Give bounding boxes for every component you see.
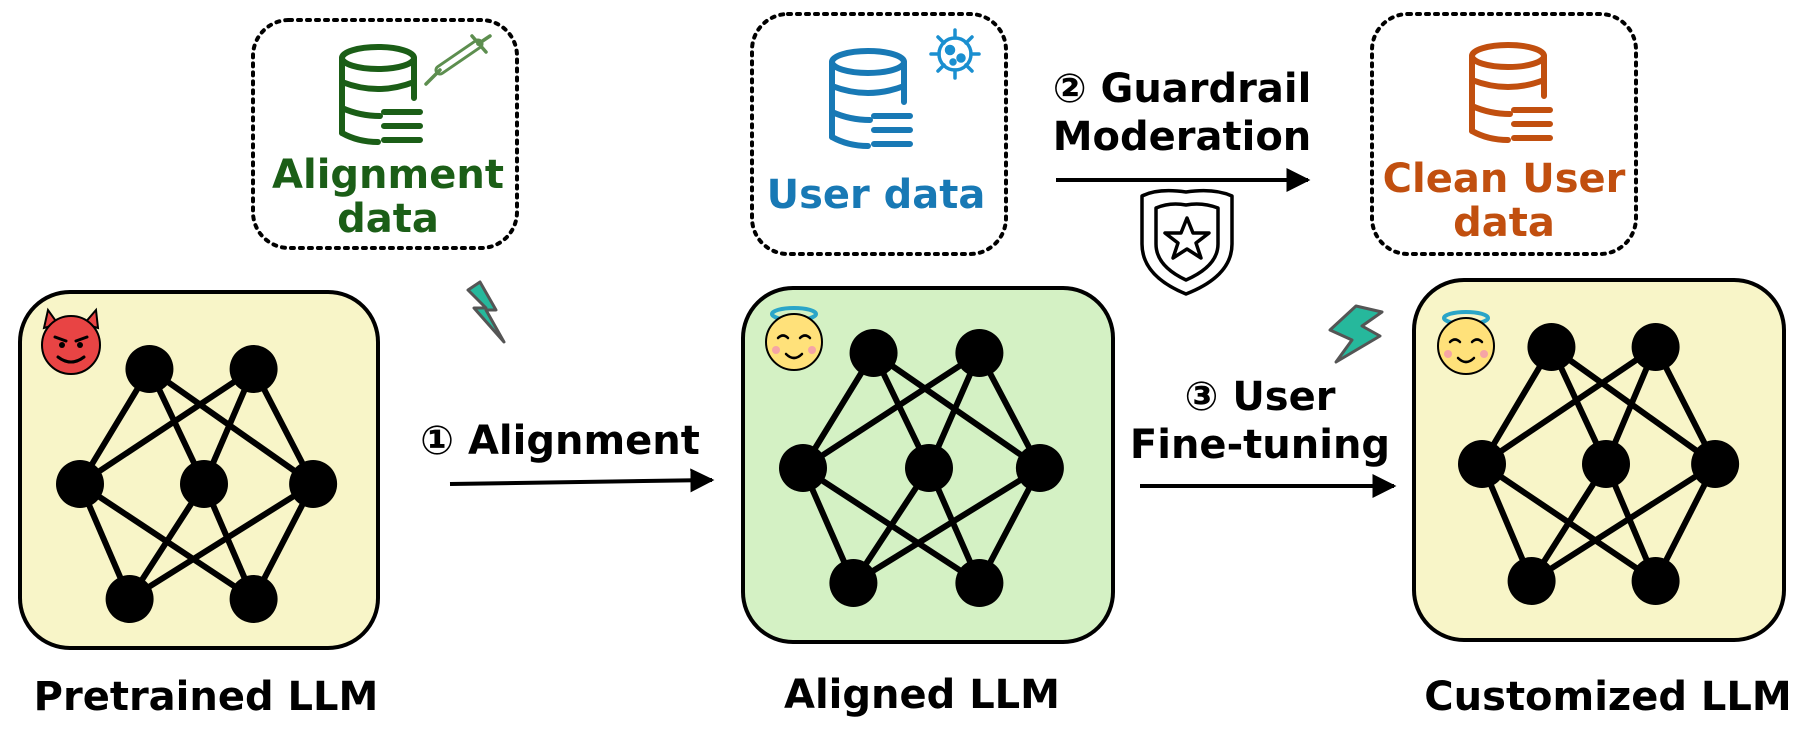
network-node (125, 345, 174, 393)
network-edge (78, 366, 256, 487)
alignment-step-label: ① Alignment (420, 418, 700, 464)
network-node (1631, 323, 1680, 371)
alignment-data-line1: Alignment (272, 152, 504, 198)
devil-face-icon (41, 307, 101, 375)
network-node (779, 444, 827, 492)
network-node (229, 345, 278, 393)
network-node (905, 444, 953, 492)
network-edge (1480, 344, 1658, 467)
user-data-label: User data (767, 172, 986, 218)
lightning-icon (466, 280, 506, 344)
aligned-llm-label: Aligned LLM (784, 672, 1060, 718)
network-node (849, 329, 898, 377)
customized-llm-label: Customized LLM (1424, 674, 1791, 720)
network-node (56, 460, 104, 508)
network-node (955, 559, 1004, 607)
neural-network-icon (779, 329, 1064, 607)
network-node (289, 460, 338, 508)
pretrained-llm-label: Pretrained LLM (34, 674, 379, 720)
shield-star-icon (1140, 188, 1234, 296)
guardrail-line2: Moderation (1053, 114, 1312, 160)
finetune-line2: Fine-tuning (1130, 422, 1390, 468)
network-node (180, 460, 228, 508)
clean-user-data-line2: data (1453, 200, 1555, 246)
network-node (829, 559, 878, 607)
network-edge (851, 465, 1042, 586)
network-node (1507, 557, 1556, 605)
angel-face-icon (765, 306, 823, 371)
network-node (1691, 440, 1740, 488)
clean-user-data-box: Clean User data (1370, 12, 1638, 256)
neural-network-icon (1458, 323, 1740, 605)
customized-llm-box (1412, 278, 1786, 642)
network-node (1458, 440, 1506, 488)
angel-face-icon (1437, 310, 1495, 375)
network-edge (1529, 461, 1717, 584)
network-edge (128, 481, 315, 602)
syringe-icon (424, 34, 492, 86)
network-node (1527, 323, 1576, 371)
network-node (955, 329, 1004, 377)
pretrained-llm-box (18, 290, 380, 650)
neural-network-icon (56, 345, 338, 623)
database-icon (829, 48, 913, 149)
network-edge (801, 350, 982, 471)
network-node (1582, 440, 1630, 488)
alignment-data-box: Alignment data (251, 18, 519, 250)
network-node (1015, 444, 1064, 492)
alignment-data-line2: data (337, 196, 439, 242)
guardrail-line1: ② Guardrail (1053, 66, 1312, 112)
network-node (229, 575, 278, 623)
database-icon (1469, 42, 1553, 143)
network-node (105, 575, 154, 623)
network-node (1631, 557, 1680, 605)
virus-icon (929, 28, 981, 80)
database-icon (339, 44, 423, 145)
alignment-arrow (449, 468, 715, 493)
finetune-line1: ③ User (1185, 374, 1336, 420)
clean-user-data-line1: Clean User (1383, 156, 1626, 202)
lightning-icon (1328, 304, 1384, 364)
user-data-box: User data (750, 12, 1008, 256)
aligned-llm-box (741, 286, 1115, 644)
